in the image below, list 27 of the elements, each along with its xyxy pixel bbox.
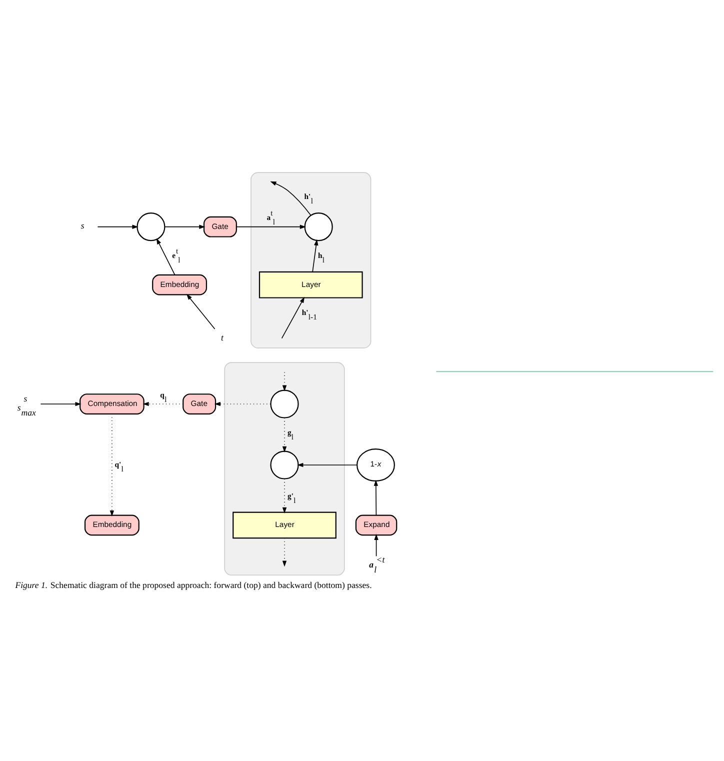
arrow	[282, 371, 287, 391]
node-circle	[136, 212, 166, 241]
arrow	[164, 224, 206, 228]
node-circle	[304, 212, 333, 241]
cluster	[224, 362, 345, 576]
arrow	[214, 401, 271, 406]
arrow	[281, 296, 305, 338]
node-circle	[270, 389, 299, 418]
arrow	[270, 180, 312, 216]
node-text: s	[80, 220, 84, 230]
arrow	[282, 416, 287, 452]
arrow	[282, 478, 287, 513]
arrow	[40, 401, 82, 406]
arrow	[282, 537, 287, 566]
arrow	[142, 401, 184, 406]
node-text: t	[221, 332, 224, 342]
cluster	[250, 172, 372, 348]
arrow	[374, 533, 378, 556]
arrow	[374, 479, 378, 516]
caption: Figure 1. Schematic diagram of the proposed approach: forward (top) and backward (bottom) passes.	[15, 580, 372, 590]
arrow	[186, 293, 216, 329]
node-circle	[270, 450, 299, 479]
arrow	[97, 224, 138, 228]
arrow	[297, 462, 358, 467]
arrow	[156, 238, 176, 275]
arrow	[236, 224, 306, 228]
arrow	[312, 238, 318, 272]
